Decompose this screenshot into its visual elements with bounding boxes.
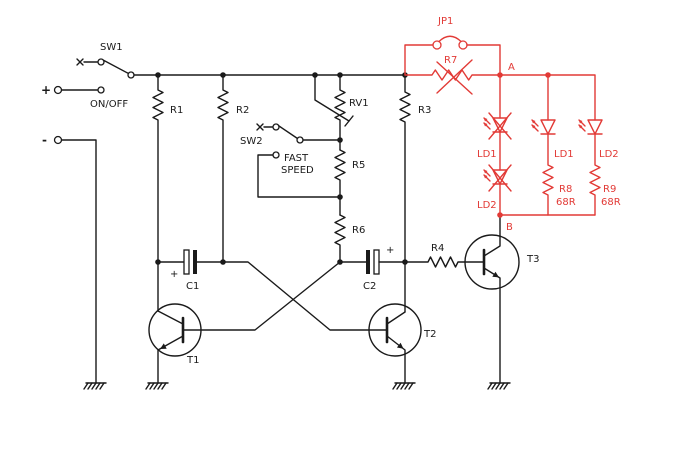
resistor-r7: R7	[404, 55, 501, 95]
transistor-t2: T2	[368, 303, 436, 384]
resistor-r6: R6	[334, 214, 365, 263]
jp1-label: JP1	[437, 16, 453, 27]
led-ld2-branch: LD2 R9 68R	[578, 119, 621, 216]
r3-label: R3	[418, 105, 431, 116]
positive-rail	[133, 72, 408, 78]
crossed-led-column: LD1 LD2	[477, 74, 512, 216]
led-ld1-crossed-label: LD1	[477, 149, 497, 160]
c1-label: C1	[186, 281, 199, 292]
led-ld2-label: LD2	[599, 149, 619, 160]
sw2-label: SW2	[240, 136, 263, 147]
negative-label: -	[42, 133, 47, 147]
jumper-jp1: JP1	[404, 16, 501, 76]
ground-symbol	[83, 382, 107, 390]
switch-sw1: SW1 ON/OFF	[76, 42, 135, 110]
sw1-label: SW1	[100, 42, 123, 53]
r2-label: R2	[236, 105, 249, 116]
ground-symbol	[392, 382, 416, 390]
node-b: B	[497, 212, 596, 233]
positive-terminal: +	[41, 83, 99, 97]
ground-symbol	[145, 382, 169, 390]
r5-label: R5	[352, 160, 365, 171]
resistor-r5: R5	[334, 149, 365, 216]
red-rail: A	[497, 62, 596, 121]
rv1-label: RV1	[349, 98, 369, 109]
r8-label: R8	[559, 184, 572, 195]
cross-coupling-wires	[182, 261, 388, 331]
r1-label: R1	[170, 105, 183, 116]
t2-label: T2	[423, 329, 436, 340]
capacitor-c2: + C2	[339, 245, 406, 292]
r9-value: 68R	[601, 197, 621, 208]
led-ld2-crossed-label: LD2	[477, 200, 497, 211]
sw2-caption-fast: FAST	[284, 153, 309, 164]
c1-polarity: +	[170, 269, 178, 280]
led-ld1	[531, 119, 556, 135]
led-ld1-label: LD1	[554, 149, 574, 160]
node-b-label: B	[506, 222, 513, 233]
resistor-r3: R3	[399, 74, 431, 313]
ground-symbol	[487, 382, 511, 390]
positive-label: +	[41, 83, 51, 97]
negative-terminal: -	[42, 133, 97, 384]
led-ld2	[578, 119, 603, 135]
c2-label: C2	[363, 281, 376, 292]
trimmer-rv1: RV1	[314, 74, 369, 151]
led-ld1-branch: LD1 R8 68R	[531, 74, 576, 216]
sw2-caption-speed: SPEED	[281, 165, 314, 176]
resistor-r2: R2	[217, 74, 249, 263]
t3-label: T3	[526, 254, 539, 265]
r7-label: R7	[444, 55, 457, 66]
c2-polarity: +	[386, 245, 394, 256]
node-a-label: A	[508, 62, 515, 73]
r8-value: 68R	[556, 197, 576, 208]
t1-label: T1	[186, 355, 199, 366]
resistor-r4: R4	[404, 243, 485, 268]
switch-sw2: SW2 FAST SPEED	[240, 123, 341, 198]
junction-dot	[155, 259, 161, 265]
r6-label: R6	[352, 225, 365, 236]
resistor-r1: R1	[152, 74, 183, 312]
r4-label: R4	[431, 243, 444, 254]
sw1-caption: ON/OFF	[90, 99, 128, 110]
transistor-t3: T3	[464, 214, 539, 384]
capacitor-c1: + C1	[157, 249, 224, 292]
r9-label: R9	[603, 184, 616, 195]
transistor-t1: T1	[148, 303, 202, 384]
